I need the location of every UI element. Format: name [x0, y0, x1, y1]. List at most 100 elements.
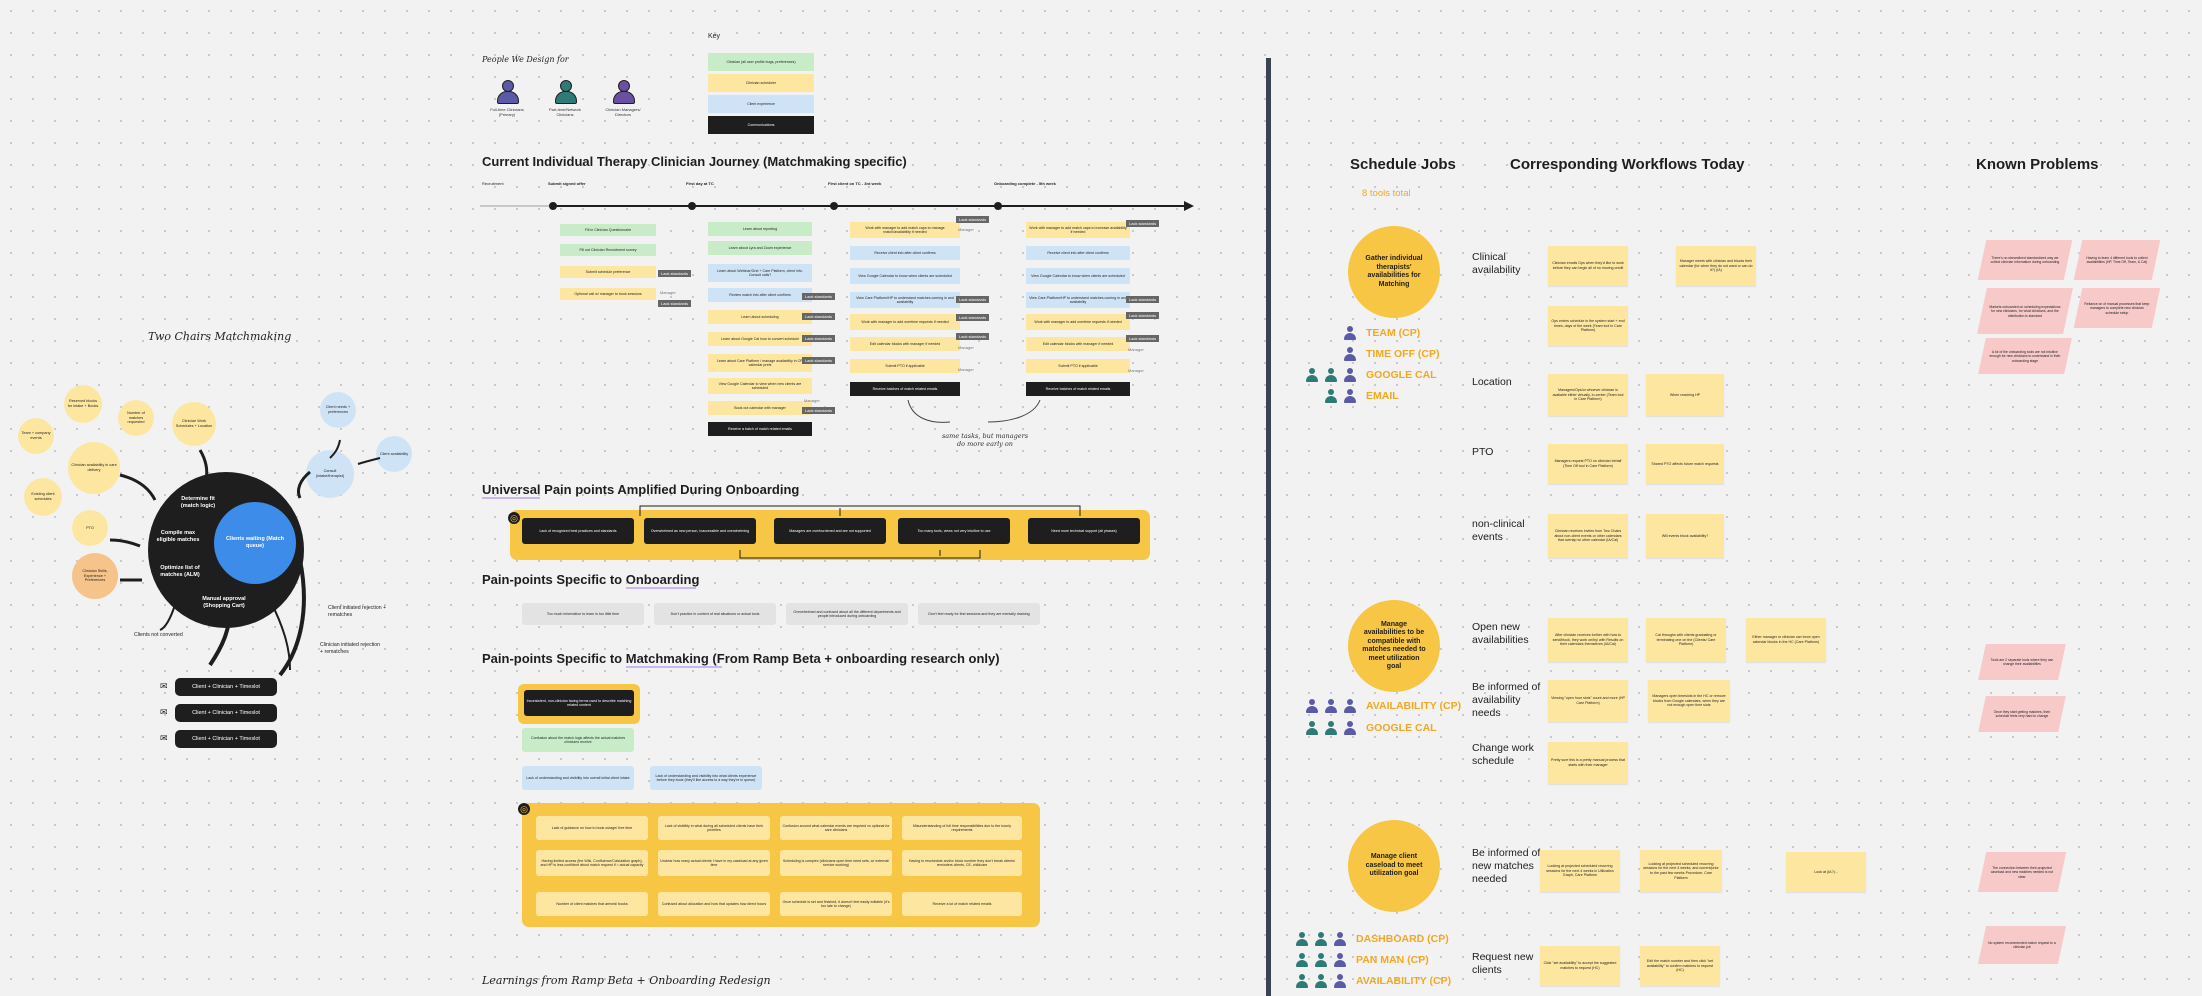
tool-label: AVAILABILITY (CP) [1356, 975, 1452, 987]
tool-label: GOOGLE CAL [1366, 369, 1437, 381]
side-label: Client initiated rejection + rematches [328, 605, 387, 618]
lack-standards-tag: Lack standards [956, 333, 990, 340]
side-label: Clients not converted [134, 632, 183, 638]
workflow-sticky: Viewing "open hour slots" count and more… [1548, 680, 1628, 722]
column-header: Schedule Jobs [1350, 156, 1456, 173]
journey-note: Work with manager to add match caps to i… [1026, 222, 1130, 238]
manager-label: Manager [958, 345, 974, 350]
workflow-sticky: Manager meets with clinician and blocks … [1676, 246, 1756, 286]
workflow-sticky: After clinician receives further with ho… [1548, 618, 1628, 662]
journey-note-black: Receive a batch of match related emails [708, 422, 812, 436]
person-icon [1325, 368, 1337, 382]
universal-note: Overwhelmed as new person, inaccessible … [644, 518, 756, 544]
matchmaking-note: Lack of understanding and visibility int… [650, 766, 762, 790]
band-note: Confused about allocation and how that u… [658, 892, 770, 916]
workflow-sticky: Looking at projected scheduled recurring… [1540, 850, 1620, 892]
workflow-label: Be informed of new matches needed [1472, 847, 1541, 885]
job-circle: Manage availabilities to be compatible w… [1348, 600, 1440, 692]
client-queue-circle: Clients waiting (Match queue) [214, 502, 296, 584]
journey-note-black: Receive batches of match related emails [1026, 382, 1130, 396]
journey-note-black: Receive batches of match related emails [850, 382, 960, 396]
workflow-sticky: Clinician emails Ops when they'd like to… [1548, 246, 1628, 286]
onboarding-note: Too much information to learn in too lit… [522, 603, 644, 625]
onboarding-note: Don't practice in context of real situat… [654, 603, 776, 625]
person-icon [1344, 699, 1356, 713]
band-note: Having limited access (the Wiki, Conflue… [536, 850, 648, 876]
tool-label: EMAIL [1366, 390, 1399, 402]
journey-note: Submit PTO if applicable [1026, 359, 1130, 373]
engine-step: Manual approval (Shopping Cart) [202, 596, 246, 609]
onboarding-note: Overwhelmed and confused about all the d… [786, 603, 908, 625]
tool-label: DASHBOARD (CP) [1356, 933, 1449, 945]
workflow-label: Request new clients [1472, 951, 1534, 976]
onboarding-note: Don't feel ready for first sessions and … [918, 603, 1040, 625]
workflow-sticky: Edit the match number and then click "se… [1640, 946, 1720, 986]
target-icon: ◎ [508, 512, 520, 524]
band-note: Scheduling is complex (clinicians open t… [780, 850, 892, 876]
factor-circle: Client availability [376, 436, 412, 472]
lack-standards-tag: Lack standards [1126, 296, 1160, 303]
manager-label: Manager [804, 398, 820, 403]
manager-label: Manager [1128, 368, 1144, 373]
band-note: Misunderstanding of full time responsibi… [902, 816, 1022, 840]
universal-title: Universal Pain points Amplified During O… [482, 482, 800, 497]
journey-note: Receive client info after client confirm… [850, 246, 960, 260]
person-icon [1315, 953, 1327, 967]
universal-note: Too many tools, views not very intuitive… [898, 518, 1010, 544]
workflow-sticky: Click "set availability" to accept the s… [1540, 946, 1620, 986]
lack-standards-tag: Lack standards [802, 407, 836, 414]
workflow-sticky: Look at (IA?)... [1786, 852, 1866, 892]
person-icon [554, 80, 577, 104]
workflow-label: Location [1472, 376, 1512, 388]
lack-standards-tag: Lack standards [1126, 335, 1160, 342]
tool-label: TIME OFF (CP) [1366, 348, 1440, 360]
person-icon [1306, 721, 1318, 735]
workflow-label: PTO [1472, 446, 1494, 458]
person-icon [612, 80, 635, 104]
factor-circle: Reserved blocks for intake + Books [64, 385, 102, 423]
match-pill: Client + Clinician + Timeslot [175, 678, 277, 696]
learnings-title: Learnings from Ramp Beta + Onboarding Re… [482, 974, 771, 987]
journey-note: Work with manager to add overtime reques… [1026, 314, 1130, 330]
tool-label: PAN MAN (CP) [1356, 954, 1429, 966]
workflow-sticky: Ops enters schedule in the system start … [1548, 306, 1628, 346]
manager-label: Manager [1128, 347, 1144, 352]
person-icon [1334, 932, 1346, 946]
workflow-sticky: Clinician receives invites from Two Chai… [1548, 514, 1628, 558]
lack-standards-tag: Lack standards [802, 293, 836, 300]
problem-note: There's no streamlined standardized way … [1977, 240, 2073, 280]
journey-note: Book out calendar with manager [708, 401, 812, 415]
people-title: People We Design for [482, 55, 569, 64]
problem-note: Once they start getting matches, their s… [1978, 696, 2066, 732]
match-pill: Client + Clinician + Timeslot [175, 704, 277, 722]
person-icon [1296, 953, 1308, 967]
person-label: Part-time/Network Clinicians [548, 107, 581, 117]
journey-note: View Google Calendar to know when client… [850, 268, 960, 284]
person-icon [1344, 326, 1356, 340]
universal-note: Lack of recognized best practices and st… [522, 518, 634, 544]
problem-note: Markets onboarded on scheduling expectat… [1977, 288, 2073, 334]
lack-standards-tag: Lack standards [1126, 312, 1160, 319]
milestone-label: Submit signed offer [548, 181, 586, 186]
factor-circle: Number of matches requested [118, 400, 154, 436]
annotation-bracket [907, 399, 1041, 423]
workflow-sticky: Will events block availability? [1646, 514, 1724, 558]
matchmaking-title: Pain-points Specific to Matchmaking (Fro… [482, 651, 1000, 666]
job-circle: Manage client caseload to meet utilizati… [1348, 820, 1440, 912]
problem-note: Tools are 2 separate tools where they ca… [1978, 644, 2066, 680]
factor-circle: Clinician Work Schedules + Location [172, 402, 216, 446]
highlight-underline [626, 666, 722, 668]
person-icon [1344, 368, 1356, 382]
lack-standards-tag: Lack standards [956, 296, 990, 303]
person-icon [1344, 347, 1356, 361]
workflow-sticky: When reaching HP [1646, 374, 1724, 416]
journey-note: Review match info after client confirms [708, 288, 812, 302]
person-icon [1344, 721, 1356, 735]
journey-note: Learn about Care Platform / manage avail… [708, 354, 812, 372]
manager-label: Manager [958, 367, 974, 372]
person-icon [1334, 953, 1346, 967]
tool-label: AVAILABILITY (CP) [1366, 700, 1462, 712]
journey-note: Fill in Clinician Questionnaire [560, 224, 656, 236]
factor-circle: Existing client schedules [24, 478, 62, 516]
factor-circle: PTO [72, 510, 108, 546]
